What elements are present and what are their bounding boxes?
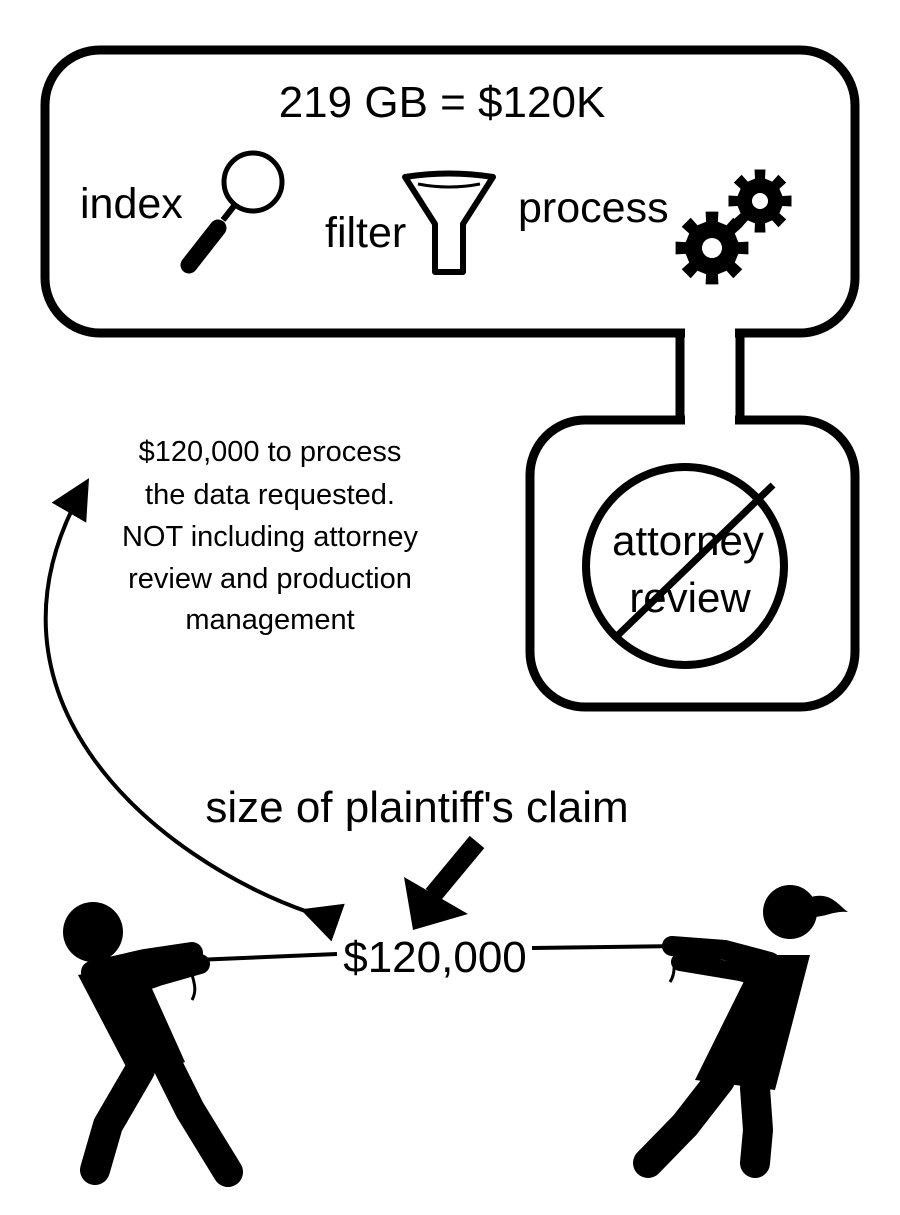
gear-shape [675, 211, 749, 285]
cost-equation: 219 GB = $120K [279, 78, 606, 127]
cost-note-line: management [185, 604, 354, 636]
step-label-index: index [80, 180, 183, 228]
gears-icon [675, 169, 792, 285]
cost-note-line: review and production [128, 563, 412, 595]
woman-figure [633, 885, 848, 1178]
pointer-arrow [404, 835, 485, 930]
gear-shape [728, 169, 792, 233]
magnifier-icon [180, 150, 285, 274]
cost-note: $120,000 to process the data requested. … [122, 436, 419, 636]
claim-label: size of plaintiff's claim [205, 783, 628, 832]
step-label-process: process [518, 184, 669, 232]
cost-note-line: the data requested. [145, 479, 395, 511]
man-figure [63, 902, 243, 1187]
gear-small-icon [728, 169, 792, 233]
gear-large-icon [675, 211, 749, 285]
cost-note-line: $120,000 to process [139, 436, 402, 468]
comparison-arrow [43, 478, 345, 942]
funnel-icon [402, 170, 496, 275]
step-label-filter: filter [325, 209, 406, 257]
claim-amount: $120,000 [343, 933, 527, 982]
cost-note-line: NOT including attorney [122, 521, 419, 553]
review-label-line1: attorney [612, 517, 764, 564]
connector-stem [675, 330, 745, 422]
review-label-line2: review [629, 574, 751, 621]
no-symbol-icon [582, 463, 788, 669]
